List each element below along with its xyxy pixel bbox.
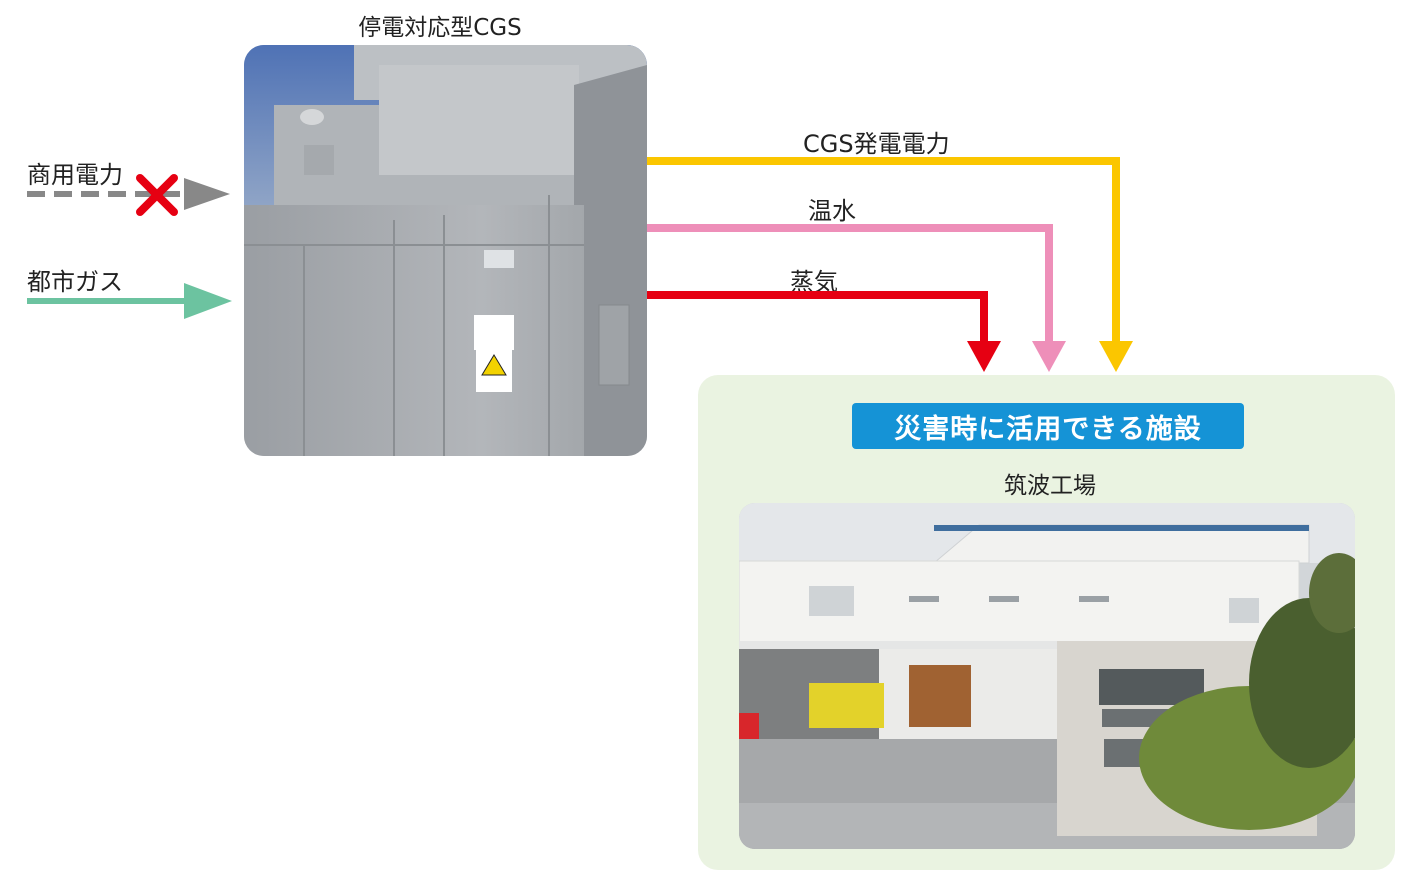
factory-photo — [739, 503, 1355, 849]
steam-line — [647, 291, 988, 343]
commercial-power-label: 商用電力 — [27, 161, 123, 189]
city-gas-label: 都市ガス — [27, 268, 123, 296]
city-gas-arrowhead — [184, 283, 232, 319]
hot-water-arrowhead — [1032, 341, 1066, 372]
facility-badge: 災害時に活用できる施設 — [852, 403, 1244, 449]
commercial-power-arrowhead — [184, 178, 230, 210]
hot-water-line — [647, 224, 1053, 343]
cgs-unit-photo — [244, 45, 647, 456]
cgs-power-line — [647, 157, 1120, 343]
cut-cross-icon — [136, 174, 178, 216]
cgs-power-arrowhead — [1099, 341, 1133, 372]
cgs-power-label: CGS発電電力 — [803, 130, 950, 158]
factory-name: 筑波工場 — [1004, 473, 1096, 499]
cgs-title: 停電対応型CGS — [358, 15, 522, 41]
hot-water-label: 温水 — [808, 197, 856, 225]
steam-arrowhead — [967, 341, 1001, 372]
